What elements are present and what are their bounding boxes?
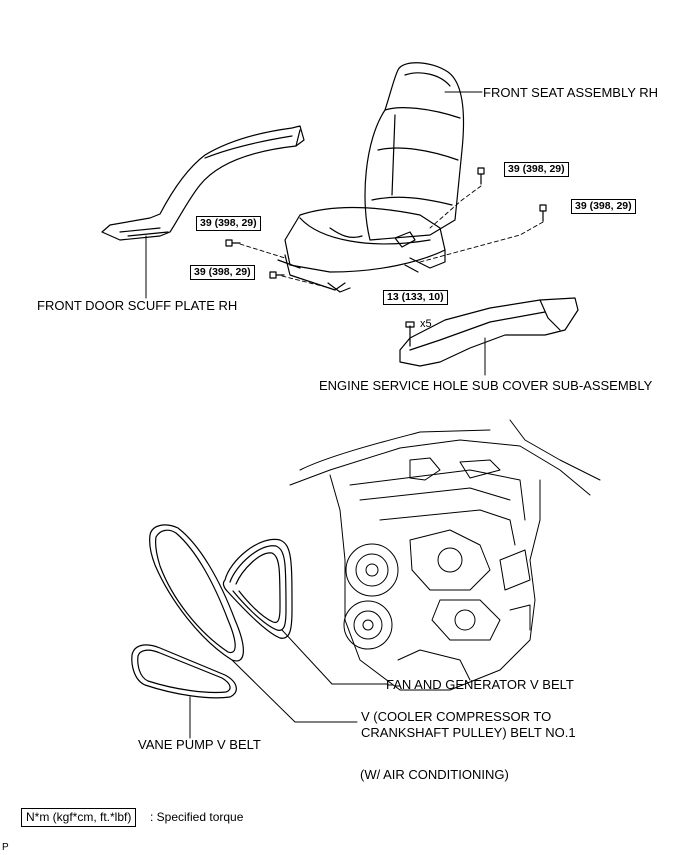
mount-dashed-lines [239, 185, 544, 289]
torque-seat-rear-upper: 39 (398, 29) [504, 162, 569, 177]
service-cover-label: ENGINE SERVICE HOLE SUB COVER SUB-ASSEMB… [319, 378, 653, 393]
torque-legend-text: : Specified torque [150, 810, 244, 824]
front-seat-label: FRONT SEAT ASSEMBLY RH [483, 85, 659, 100]
torque-seat-front-lower: 39 (398, 29) [190, 265, 255, 280]
cooler-belt-label-line2: CRANKSHAFT PULLEY) BELT NO.1 [361, 725, 576, 740]
torque-seat-front-left: 39 (398, 29) [196, 216, 261, 231]
fan-belt-drawing [222, 538, 293, 639]
scuff-plate-label: FRONT DOOR SCUFF PLATE RH [37, 298, 238, 313]
torque-legend-box: N*m (kgf*cm, ft.*lbf) [21, 808, 137, 827]
engine-drawing [289, 419, 601, 691]
torque-seat-rear-right: 39 (398, 29) [571, 199, 636, 214]
vane-belt-drawing [131, 644, 237, 699]
cooler-belt-drawing [149, 524, 244, 662]
fan-belt-label: FAN AND GENERATOR V BELT [386, 677, 574, 692]
scuff-plate-drawing [101, 125, 305, 241]
seat-bolts-drawing [225, 167, 547, 279]
bolt-quantity: x5 [420, 318, 432, 330]
corner-mark: P [2, 842, 9, 853]
cooler-belt-label-line1: V (COOLER COMPRESSOR TO [361, 709, 552, 724]
air-conditioning-note: (W/ AIR CONDITIONING) [360, 767, 509, 782]
service-cover-drawing [399, 297, 579, 367]
vane-belt-label: VANE PUMP V BELT [138, 737, 261, 752]
front-seat-drawing [277, 62, 465, 293]
torque-cover-bolt: 13 (133, 10) [383, 290, 448, 305]
